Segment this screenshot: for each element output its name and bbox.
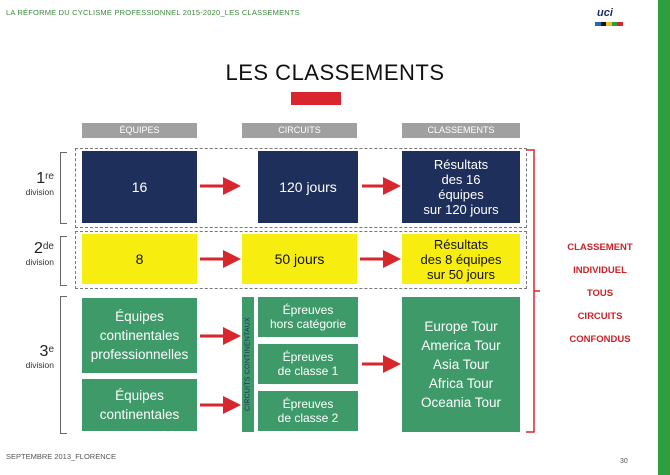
teams-div1: 16 — [82, 151, 197, 223]
logo-rainbow-bars — [595, 22, 623, 26]
division-2-bracket — [60, 236, 67, 286]
circuits-div1: 120 jours — [258, 151, 358, 223]
title-red-accent — [291, 92, 341, 105]
page-title: LES CLASSEMENTS — [225, 60, 445, 85]
division-1-label: 1re division — [25, 170, 54, 197]
header-text: LA RÉFORME DU CYCLISME PROFESSIONNEL 201… — [6, 8, 300, 17]
division-3-bracket — [60, 296, 67, 434]
teams-div2: 8 — [82, 234, 197, 284]
division-1-bracket — [60, 152, 67, 224]
uci-logo: uci — [592, 4, 626, 26]
column-header-circuits: CIRCUITS — [242, 123, 357, 138]
logo-text: uci — [597, 7, 613, 19]
footer-text: SEPTEMBRE 2013_FLORENCE — [6, 452, 117, 461]
division-3-label: 3e division — [25, 343, 54, 370]
right-red-bracket — [526, 149, 540, 433]
division-2-label: 2de division — [25, 240, 54, 267]
page-number: 30 — [620, 458, 628, 465]
column-header-equipes: ÉQUIPES — [82, 123, 197, 138]
circuits-div2: 50 jours — [242, 234, 357, 284]
division-1-frame — [75, 148, 527, 228]
column-header-classements: CLASSEMENTS — [402, 123, 520, 138]
classement-individuel-text: CLASSEMENT INDIVIDUEL TOUS CIRCUITS CONF… — [567, 242, 633, 345]
division-2-frame — [75, 231, 527, 289]
right-green-bar — [658, 0, 670, 475]
